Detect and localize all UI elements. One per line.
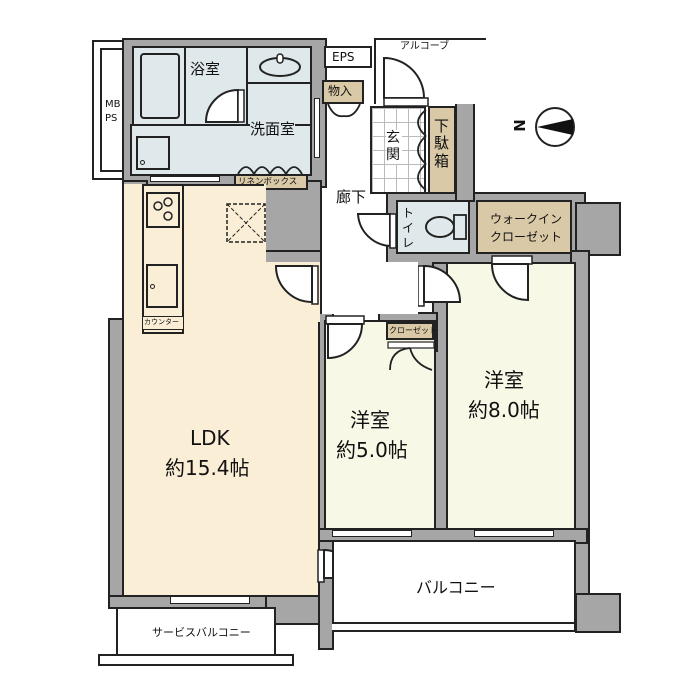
storage-doors-icon [327, 103, 361, 118]
washroom-sliding-door[interactable] [314, 98, 320, 158]
linen-box-doors-icon [237, 166, 303, 175]
shoe-box [428, 106, 456, 194]
faucet-icon [150, 284, 155, 289]
closet [386, 322, 434, 340]
compass-north-label: N [510, 119, 529, 132]
kitchen-floor [182, 184, 264, 324]
bath-divider [184, 46, 186, 126]
bathtub-icon [140, 53, 180, 119]
sink-icon [259, 53, 301, 77]
entrance-label: 玄関 [386, 130, 402, 164]
mb-ps-shaft-inner [100, 48, 124, 172]
service-balcony [116, 607, 276, 657]
storage-label: 物入 [328, 84, 353, 98]
service-balcony-label: サービスバルコニー [152, 626, 251, 639]
balcony-rail [332, 622, 576, 632]
western-room-1-window [332, 530, 412, 537]
ldk-size: 約15.4帖 [165, 456, 250, 480]
western-room-1-size: 約5.0帖 [336, 438, 408, 462]
eps-label: EPS [332, 50, 355, 64]
service-balcony-rail [98, 654, 294, 666]
bath-door-icon [204, 88, 245, 123]
counter-label: カウンター [144, 318, 179, 326]
western-room-1-door-icon[interactable] [325, 315, 366, 360]
toilet-icon [425, 214, 467, 240]
corridor-lower [322, 262, 418, 314]
bath-label: 浴室 [190, 60, 221, 78]
ldk-door-icon[interactable] [274, 265, 320, 306]
washroom-label: 洗面室 [250, 120, 296, 138]
closet-doors-icon [387, 341, 435, 371]
shoe-box-label: 下駄箱 [434, 117, 450, 170]
kitchen-window-bar [150, 176, 220, 182]
western-room-2 [446, 262, 576, 530]
compass-icon [535, 107, 575, 147]
shoe-box-doors-icon [417, 109, 427, 191]
balcony-label: バルコニー [416, 578, 496, 597]
toilet-door-icon[interactable] [356, 212, 397, 252]
western-room-2-name: 洋室 [484, 368, 524, 392]
linen-box-label: リネンボックス [238, 177, 298, 187]
walk-in-closet [476, 200, 572, 254]
western-room-1-name: 洋室 [350, 408, 390, 432]
range-hood-icon [226, 203, 266, 243]
right-wall-ear [575, 202, 621, 256]
drain-icon [140, 160, 145, 165]
western-room-2-window [474, 530, 554, 537]
compass: N [506, 106, 586, 148]
right-bottom-ear [575, 593, 621, 633]
walk-in-closet-label: ウォークイン クローゼット [490, 212, 563, 244]
stove-icon [146, 192, 180, 228]
ldk-window [170, 596, 250, 604]
western-room-2-door-icon[interactable] [490, 255, 534, 302]
alcove-label: アルコーブ [400, 41, 450, 52]
western-room-2-size: 約8.0帖 [468, 398, 540, 422]
mb-ps-label: MB PS [105, 99, 121, 124]
eps [324, 46, 372, 68]
corridor-label: 廊下 [336, 188, 367, 206]
ldk-name: LDK [190, 426, 230, 450]
ldk-main [122, 322, 320, 597]
counter [142, 316, 184, 330]
front-door-icon[interactable] [382, 56, 429, 108]
storage [322, 80, 364, 104]
toilet-label: トイレ [402, 206, 415, 250]
western-room-2-entry-door-icon[interactable] [417, 264, 462, 308]
closet-label: クローゼット [389, 326, 437, 335]
